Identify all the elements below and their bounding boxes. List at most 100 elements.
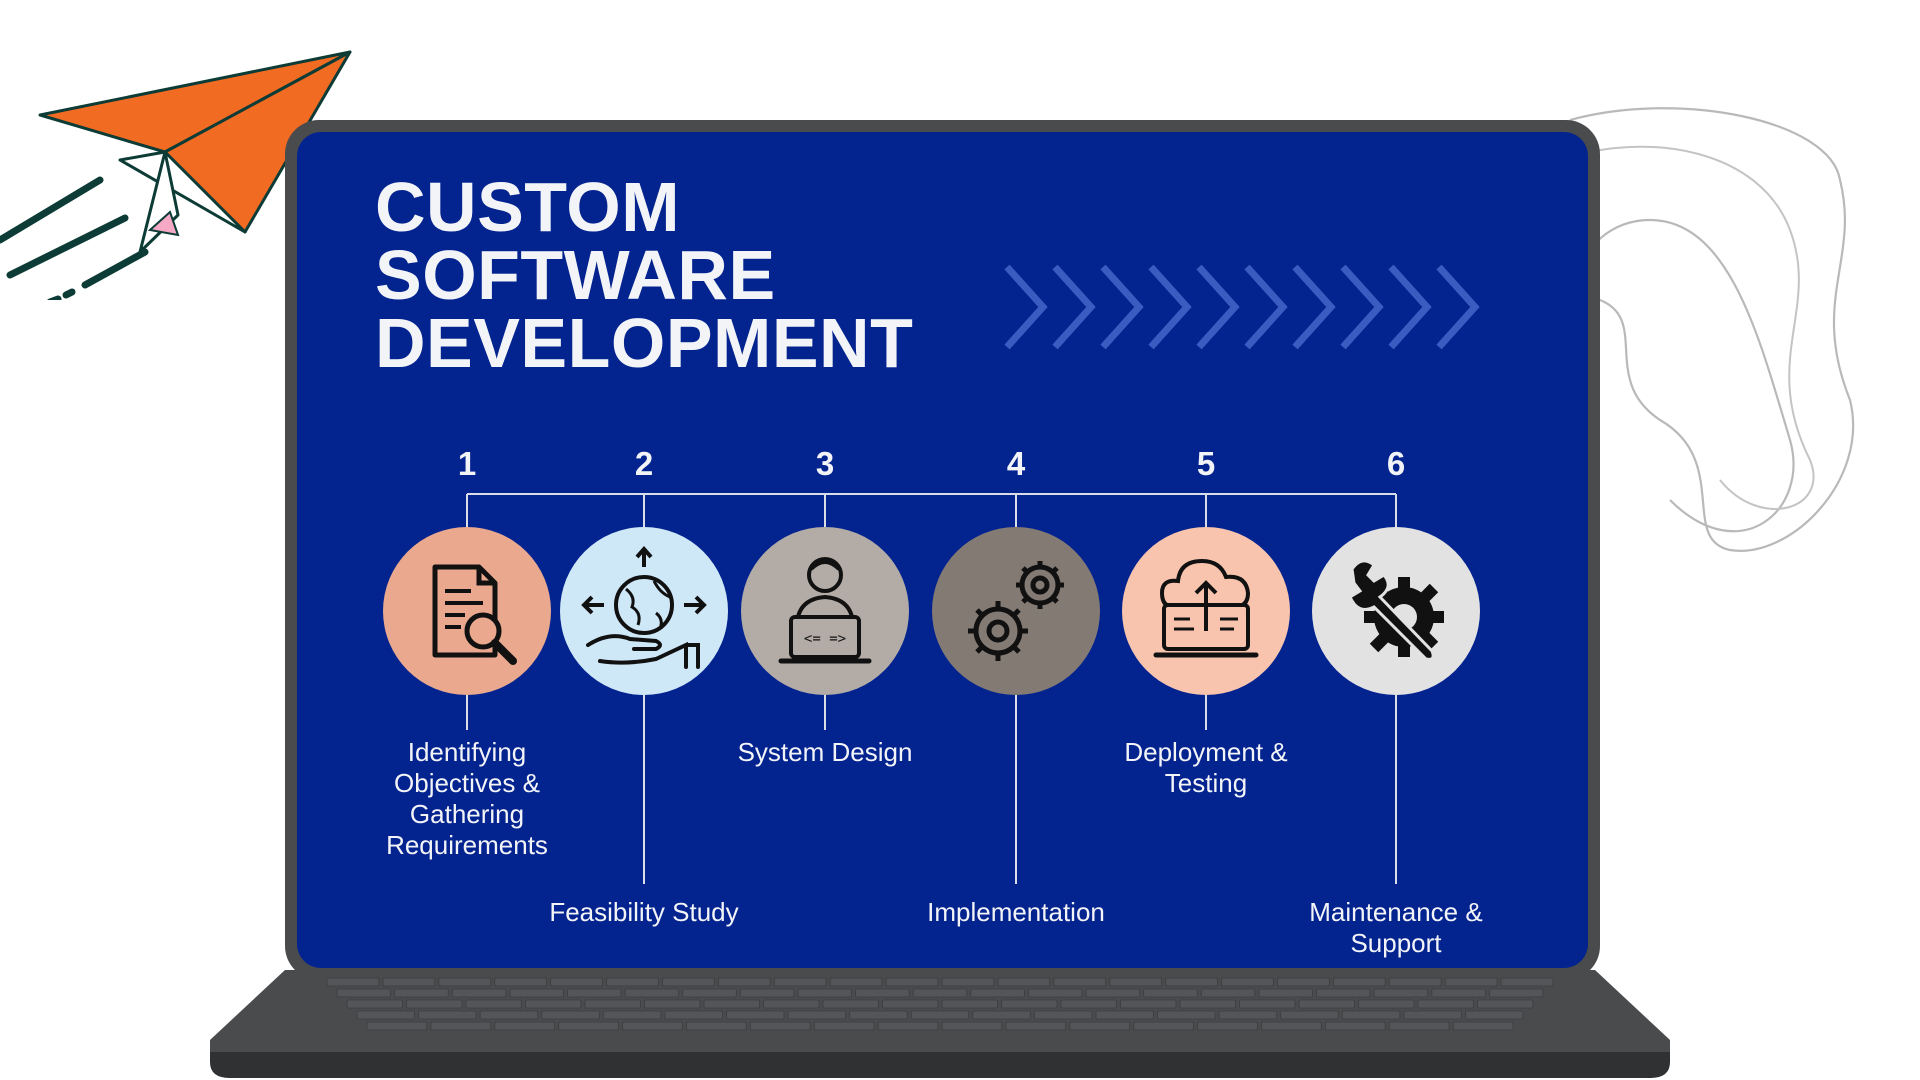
keyboard-key	[346, 999, 403, 1009]
keyboard-key	[624, 988, 680, 998]
keyboard-key	[941, 999, 998, 1009]
keyboard-key	[1218, 1010, 1278, 1020]
keyboard-key	[885, 977, 939, 987]
step-label: System Design	[737, 737, 913, 767]
keyboard-key	[662, 977, 715, 987]
step-circle	[383, 527, 551, 695]
keyboard-key	[1277, 977, 1330, 987]
keyboard-key	[1197, 1021, 1258, 1031]
keyboard-key	[366, 1021, 428, 1031]
step-circle: <= =>	[741, 527, 909, 695]
keyboard-key	[1280, 1010, 1339, 1020]
keyboard-key	[877, 1021, 939, 1031]
step-circle	[1312, 527, 1480, 695]
keyboard-key	[829, 977, 883, 987]
keyboard-key	[336, 988, 392, 998]
step-number: 4	[1006, 445, 1026, 482]
keyboard-key	[773, 977, 827, 987]
keyboard-key	[1444, 977, 1498, 987]
keyboard-key	[1085, 988, 1141, 998]
developer-laptop-icon: <= =>	[778, 557, 872, 664]
keyboard-key	[703, 999, 760, 1009]
title-line-3: DEVELOPMENT	[375, 304, 914, 382]
keyboard-key	[849, 1010, 908, 1020]
keyboard-key	[749, 1021, 811, 1031]
keyboard-key	[1239, 999, 1296, 1009]
step-number: 6	[1386, 445, 1406, 482]
keyboard-key	[787, 1010, 847, 1020]
keyboard-key	[430, 1021, 492, 1031]
cloud-upload-icon	[1153, 558, 1259, 658]
chevron-mark	[1196, 264, 1240, 350]
keyboard-key	[941, 1021, 1003, 1031]
step-number: 3	[815, 445, 835, 482]
title-line-2: SOFTWARE	[375, 236, 776, 314]
keyboard-key	[1060, 999, 1117, 1009]
step-label: Identifying Objectives & Gathering Requi…	[386, 737, 548, 860]
keyboard-key	[1388, 1021, 1450, 1031]
keyboard-key	[1358, 999, 1415, 1009]
keyboard-key	[1028, 988, 1083, 998]
step-number: 5	[1196, 445, 1216, 482]
scribble-decoration	[1560, 107, 1855, 552]
keyboard-key	[382, 977, 436, 987]
keyboard-key	[644, 999, 701, 1009]
keyboard-key	[622, 1021, 683, 1031]
keyboard-key	[813, 1021, 875, 1031]
keyboard-key	[406, 999, 463, 1009]
keyboard-key	[726, 1010, 785, 1020]
keyboard-key	[1403, 1010, 1462, 1020]
keyboard-key	[686, 1021, 747, 1031]
step-number: 2	[634, 445, 654, 482]
step-label: Deployment & Testing	[1124, 737, 1288, 798]
step-circle	[560, 527, 728, 695]
keyboard-key	[1316, 988, 1371, 998]
keyboard-key	[912, 988, 968, 998]
keyboard-key	[1261, 1021, 1322, 1031]
keyboard-key	[438, 977, 492, 987]
keyboard-key	[550, 977, 603, 987]
keyboard-key	[970, 988, 1025, 998]
step-number: 1	[457, 445, 477, 482]
keyboard-key	[326, 977, 380, 987]
keyboard-key	[1388, 977, 1442, 987]
keyboard-key	[1120, 999, 1177, 1009]
keyboard-key	[1133, 1021, 1194, 1031]
keyboard-key	[1005, 1021, 1067, 1031]
keyboard-key	[1109, 977, 1163, 987]
keyboard-key	[941, 977, 995, 987]
chevron-mark	[1388, 264, 1432, 350]
chevron-mark	[1100, 264, 1144, 350]
keyboard-key	[394, 988, 449, 998]
keyboard-key	[494, 977, 548, 987]
keyboard-key	[1465, 1010, 1524, 1020]
keyboard-key	[882, 999, 939, 1009]
timeline-connector	[466, 493, 1397, 884]
chevron-decoration	[1004, 264, 1480, 350]
keyboard-key	[1298, 999, 1355, 1009]
paper-plane-icon	[0, 50, 352, 300]
keyboard-key	[418, 1010, 477, 1020]
keyboard-key	[479, 1010, 539, 1020]
keyboard-key	[1341, 1010, 1401, 1020]
keyboard-key	[739, 988, 795, 998]
keyboard-key	[356, 1010, 415, 1020]
laptop-keyboard-base	[210, 970, 1670, 1078]
keyboard-key	[1053, 977, 1107, 987]
step-circle	[1122, 527, 1290, 695]
keyboard-key	[1001, 999, 1058, 1009]
keyboard-key	[451, 988, 507, 998]
keyboard-key	[797, 988, 852, 998]
keyboard-key	[972, 1010, 1031, 1020]
keyboard-key	[1417, 999, 1474, 1009]
keyboard-key	[1488, 988, 1544, 998]
keyboard-key	[910, 1010, 970, 1020]
keyboard-key	[525, 999, 582, 1009]
keyboard-key	[717, 977, 771, 987]
keyboard-key	[1477, 999, 1534, 1009]
keyboard-key	[1143, 988, 1198, 998]
chevron-mark	[1148, 264, 1192, 350]
keyboard-key	[567, 988, 622, 998]
laptop-screen: CUSTOM SOFTWARE DEVELOPMENT 1 Identifyin…	[297, 132, 1588, 968]
keyboard-key	[1332, 977, 1386, 987]
